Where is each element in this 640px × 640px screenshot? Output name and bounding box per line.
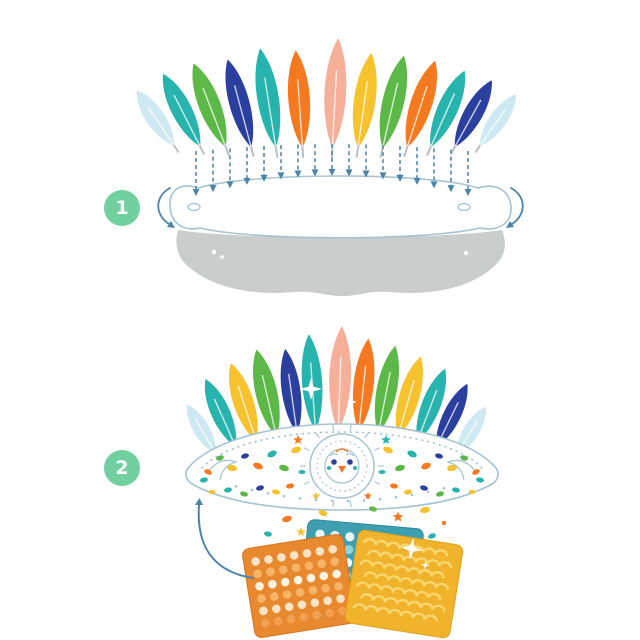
star-sticker-icon <box>364 492 372 500</box>
feather-icon <box>255 48 281 158</box>
bird-medallion <box>300 424 384 508</box>
step-2-number: 2 <box>115 457 129 479</box>
feather-arc <box>136 38 517 159</box>
sparkle-icon <box>300 378 322 400</box>
step-1-number: 1 <box>115 197 129 219</box>
gold-sticker-sheet <box>344 529 464 639</box>
decorated-headband <box>185 423 499 511</box>
oval-sticker-icon <box>369 506 377 512</box>
feather-icon <box>324 38 347 159</box>
star-sticker-icon <box>296 527 306 536</box>
step-2-badge: 2 <box>104 450 140 486</box>
headband-outline <box>157 175 524 239</box>
feather-icon <box>426 70 466 156</box>
oval-sticker-icon <box>318 509 328 517</box>
right-eyelet <box>457 202 471 212</box>
fold-arrow-right <box>510 187 524 225</box>
headband-shadow <box>176 230 505 296</box>
feather-icon <box>162 73 205 155</box>
feather-icon <box>403 60 437 157</box>
step2-diagram <box>185 326 499 639</box>
insert-arrows <box>192 144 472 196</box>
dot-sticker-icon <box>441 520 447 526</box>
left-eyelet <box>187 202 201 212</box>
loose-stickers <box>264 506 447 548</box>
step1-diagram <box>136 38 524 296</box>
orange-sticker-sheet <box>242 534 356 638</box>
feather-icon <box>450 80 492 155</box>
step-1-badge: 1 <box>104 190 140 226</box>
sparkle-icon <box>420 560 430 570</box>
apply-arrow <box>195 498 254 579</box>
feather-icon <box>287 50 311 158</box>
oval-sticker-icon <box>264 531 272 537</box>
oval-sticker-icon <box>420 506 430 514</box>
feather-icon <box>225 59 255 157</box>
star-sticker-icon <box>312 492 320 500</box>
sparkle-icon <box>400 537 423 560</box>
star-sticker-icon <box>293 435 303 444</box>
feather-icon <box>136 90 180 153</box>
feather-icon <box>352 53 377 158</box>
star-sticker-icon <box>392 511 404 522</box>
sticker-sheets <box>242 519 464 639</box>
fold-arrow-left <box>157 187 171 225</box>
feather-icon <box>474 94 517 153</box>
oval-sticker-icon <box>428 533 436 539</box>
finished-feathers <box>186 326 486 461</box>
star-sticker-icon <box>381 435 391 444</box>
feather-icon <box>329 326 352 441</box>
sparkle-icon <box>347 397 357 407</box>
oval-sticker-icon <box>282 515 292 523</box>
feather-icon <box>192 63 230 156</box>
